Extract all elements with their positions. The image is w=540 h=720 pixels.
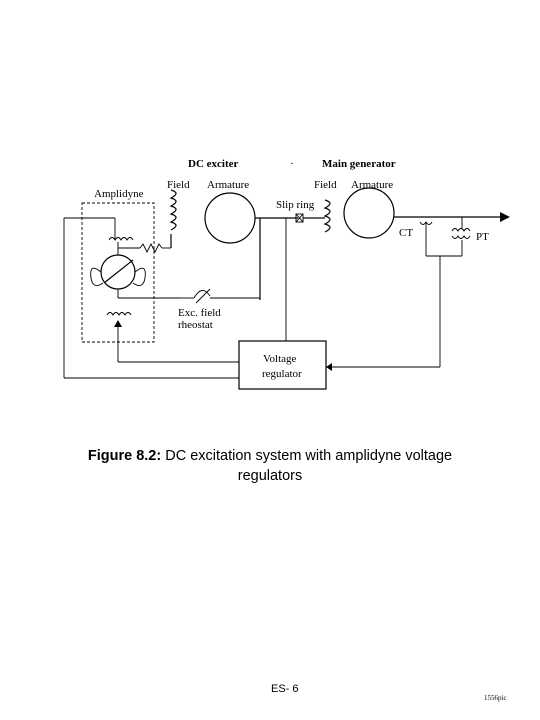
voltage-regulator-label-2: regulator — [262, 368, 302, 380]
amplidyne-bottom-winding — [106, 312, 132, 316]
slip-ring-label: Slip ring — [276, 199, 315, 211]
page-number: ES- 6 — [271, 683, 299, 695]
pt-secondary — [451, 235, 471, 239]
excitation-system-diagram: DC exciter · Main generator Field Armatu… — [63, 158, 510, 390]
amplidyne-label: Amplidyne — [94, 188, 144, 200]
exciter-field-label: Field — [167, 179, 190, 191]
page-id: 1556pic — [484, 694, 507, 702]
amplidyne-left-loop — [90, 267, 104, 287]
exc-field-rheostat-label-2: rheostat — [178, 319, 213, 331]
exciter-field-coil — [169, 189, 177, 231]
pt-primary — [451, 228, 471, 232]
amplidyne-right-loop — [132, 267, 146, 287]
rheostat-slider — [195, 288, 211, 304]
feedback-arrow — [326, 363, 332, 371]
voltage-regulator-label-1: Voltage — [263, 353, 297, 365]
dc-exciter-heading: DC exciter — [188, 158, 239, 170]
rheostat-arc — [193, 290, 211, 299]
generator-field-label: Field — [314, 179, 337, 191]
pt-label: PT — [476, 231, 489, 243]
figure-number: Figure 8.2: — [87, 448, 162, 464]
output-arrow — [500, 212, 510, 222]
figure-caption-line1: DC excitation system with amplidyne volt… — [165, 448, 453, 464]
ct-label: CT — [399, 227, 413, 239]
amplidyne-resistor — [139, 242, 163, 254]
figure-caption: Figure 8.2: DC excitation system with am… — [40, 446, 500, 486]
amplidyne-top-winding — [108, 237, 134, 241]
exciter-armature-label: Armature — [207, 179, 249, 191]
generator-armature — [343, 187, 395, 239]
generator-armature-label: Armature — [351, 179, 393, 191]
heading-separator: · — [290, 158, 294, 170]
generator-field-coil — [323, 199, 331, 233]
exciter-armature — [204, 192, 256, 244]
figure-caption-line2: regulators — [237, 468, 303, 484]
main-generator-heading: Main generator — [322, 158, 396, 170]
regulator-to-amplidyne-arrow — [114, 320, 122, 327]
exc-field-rheostat-label-1: Exc. field — [178, 307, 221, 319]
voltage-regulator-box — [238, 340, 327, 390]
